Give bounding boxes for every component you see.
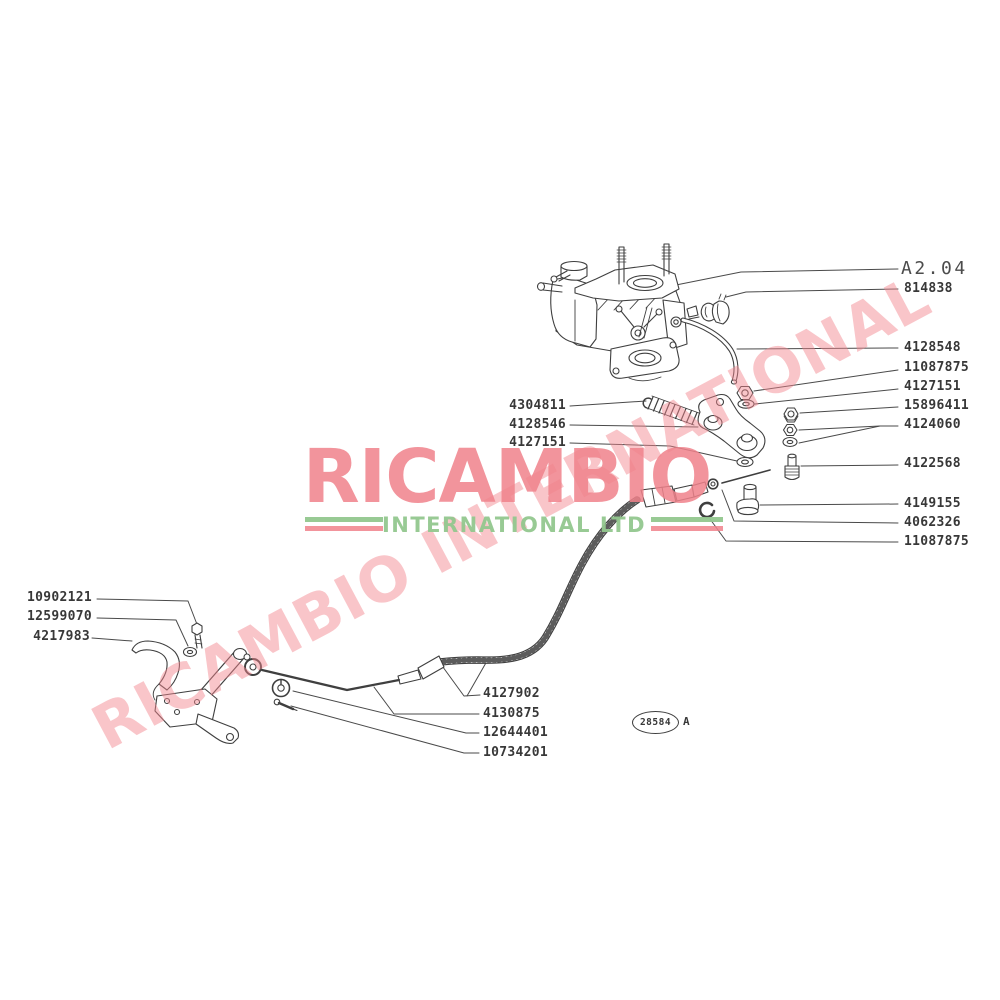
bolt-4149155 bbox=[736, 483, 760, 516]
grommet-814838 bbox=[700, 293, 730, 325]
washer-4127151-upper bbox=[737, 399, 755, 409]
carburetor bbox=[536, 243, 700, 382]
cable-end-upper bbox=[640, 469, 771, 508]
part-label-4217983: 4217983 bbox=[33, 629, 90, 644]
part-label-4122568: 4122568 bbox=[904, 456, 961, 471]
part-label-4128546: 4128546 bbox=[509, 417, 566, 432]
nut-4124060 bbox=[782, 423, 798, 437]
pin-10734201 bbox=[273, 698, 298, 711]
bolt-4122568 bbox=[784, 453, 800, 481]
relay-lever-4128546 bbox=[697, 393, 766, 459]
part-label-12644401: 12644401 bbox=[483, 725, 549, 740]
part-label-10902121: 10902121 bbox=[26, 590, 92, 605]
part-label-4062326: 4062326 bbox=[904, 515, 961, 530]
washer-12599070 bbox=[182, 646, 198, 658]
nut-15896411 bbox=[783, 407, 799, 423]
sheet-code-label: A2.04 bbox=[901, 258, 968, 279]
part-label-4128548: 4128548 bbox=[904, 340, 961, 355]
part-label-11087875-b: 11087875 bbox=[904, 534, 970, 549]
nut-11087875-upper bbox=[736, 385, 754, 401]
washer-4124060 bbox=[782, 436, 798, 448]
throttle-cable bbox=[260, 496, 641, 692]
part-label-4124060: 4124060 bbox=[904, 417, 961, 432]
part-label-10734201: 10734201 bbox=[483, 745, 549, 760]
revision-bubble: 28584 bbox=[632, 711, 679, 734]
part-label-11087875: 11087875 bbox=[904, 360, 970, 375]
part-label-12599070: 12599070 bbox=[26, 609, 92, 624]
revision-suffix: A bbox=[683, 715, 690, 728]
bolt-10902121 bbox=[191, 622, 203, 649]
part-label-4127151: 4127151 bbox=[904, 379, 961, 394]
rod-eyelet bbox=[244, 658, 262, 676]
part-label-814838: 814838 bbox=[904, 281, 953, 296]
part-label-4127151-left: 4127151 bbox=[509, 435, 566, 450]
fuel-pipe-4128548 bbox=[680, 317, 739, 385]
leader-lines bbox=[91, 268, 899, 754]
part-label-4130875: 4130875 bbox=[483, 706, 540, 721]
pedal-assembly-4217983 bbox=[131, 640, 251, 744]
mounting-studs bbox=[616, 243, 672, 285]
part-label-15896411: 15896411 bbox=[904, 398, 970, 413]
washer-4127151-lower bbox=[736, 456, 754, 468]
part-label-4304811: 4304811 bbox=[509, 398, 566, 413]
circlip-11087875 bbox=[698, 501, 716, 519]
part-label-4149155: 4149155 bbox=[904, 496, 961, 511]
washer-12644401 bbox=[271, 678, 291, 698]
part-label-4127902: 4127902 bbox=[483, 686, 540, 701]
